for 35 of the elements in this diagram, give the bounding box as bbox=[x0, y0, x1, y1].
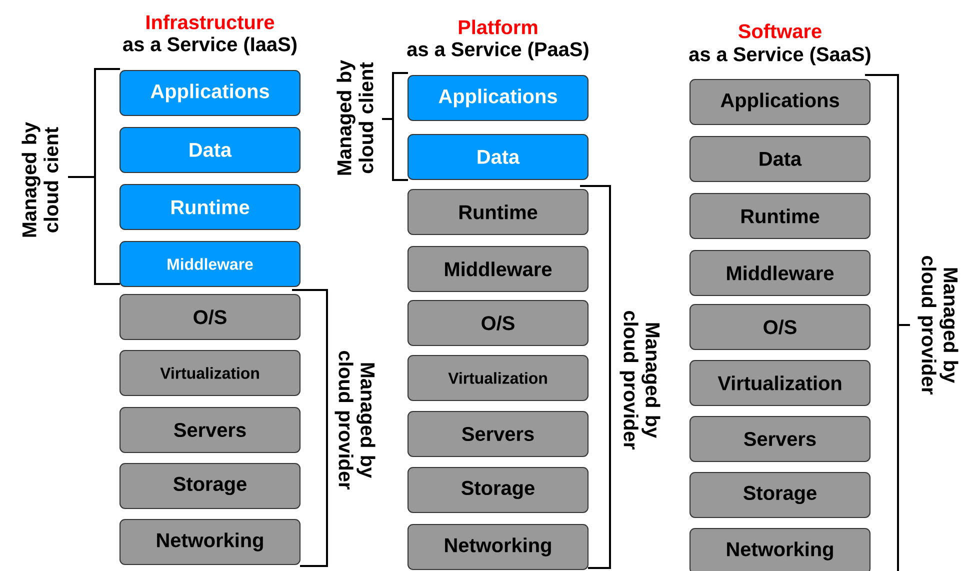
layer-box: Virtualization bbox=[408, 355, 588, 401]
layer-box: Runtime bbox=[120, 184, 300, 230]
layer-box: Servers bbox=[120, 407, 300, 453]
layer-box: O/S bbox=[408, 300, 588, 346]
column-title: Software bbox=[738, 24, 822, 38]
column-title: Platform bbox=[458, 20, 538, 34]
layer-box: Data bbox=[408, 134, 588, 180]
layer-box: Virtualization bbox=[690, 360, 870, 406]
column-title: Infrastructure bbox=[146, 14, 274, 30]
layer-box: Servers bbox=[408, 411, 588, 457]
layer-box: Applications bbox=[120, 70, 300, 116]
layer-box: Runtime bbox=[408, 189, 588, 235]
bracket-label: Managed by cloud client bbox=[336, 60, 374, 175]
layer-box: Middleware bbox=[408, 246, 588, 292]
layer-box: Virtualization bbox=[120, 350, 300, 396]
layer-box: Storage bbox=[120, 463, 300, 509]
layer-box: Networking bbox=[408, 524, 588, 570]
layer-box: Runtime bbox=[690, 193, 870, 239]
layer-box: Applications bbox=[408, 75, 588, 121]
layer-box: Networking bbox=[120, 519, 300, 565]
layer-box: Middleware bbox=[690, 250, 870, 296]
bracket-label: Managed by cloud provider bbox=[334, 351, 376, 490]
layer-box: Applications bbox=[690, 79, 870, 125]
layer-box: Data bbox=[120, 127, 300, 173]
layer-box: Middleware bbox=[120, 241, 300, 287]
layer-box: O/S bbox=[120, 294, 300, 340]
layer-box: Data bbox=[690, 136, 870, 182]
bracket-label: Managed by cloud cient bbox=[22, 122, 58, 237]
layer-box: Servers bbox=[690, 416, 870, 462]
layer-box: O/S bbox=[690, 304, 870, 350]
layer-box: Storage bbox=[690, 472, 870, 518]
bracket-label: Managed by cloud provider bbox=[620, 311, 660, 450]
layer-box: Networking bbox=[690, 528, 870, 571]
bracket-label: Managed by cloud provider bbox=[918, 256, 958, 394]
layer-box: Storage bbox=[408, 467, 588, 513]
